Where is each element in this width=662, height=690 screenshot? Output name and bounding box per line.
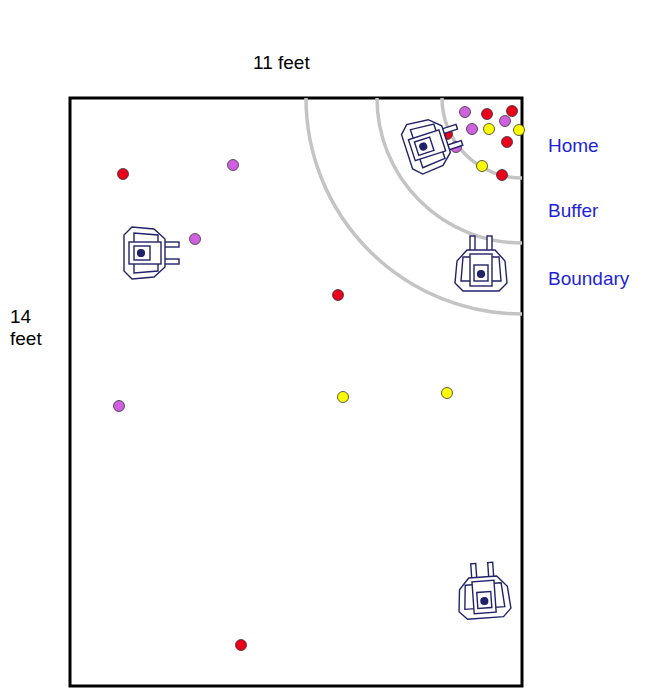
- robot: [456, 561, 512, 619]
- robots: [124, 110, 511, 620]
- field-boundary: [70, 98, 522, 686]
- home-arc: [442, 98, 522, 178]
- buffer-arc: [377, 98, 522, 243]
- robot: [399, 110, 467, 176]
- balls: [114, 106, 525, 651]
- zone-arcs: [306, 98, 522, 314]
- width-dimension: 11 feet: [253, 52, 310, 74]
- height-dimension: 14 feet: [10, 306, 54, 350]
- zone-label: Buffer: [548, 200, 598, 222]
- zone-label: Boundary: [548, 268, 629, 290]
- robot: [124, 227, 179, 279]
- boundary-arc: [306, 98, 522, 314]
- robot: [455, 236, 507, 291]
- zone-label: Home: [548, 135, 599, 157]
